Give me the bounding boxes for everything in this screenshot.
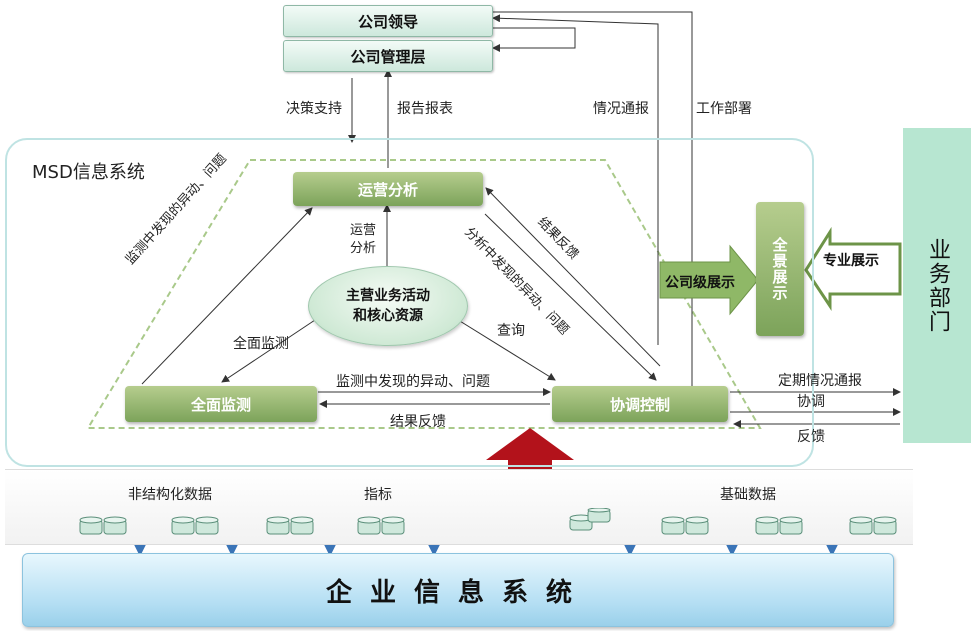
database-icon: [171, 516, 219, 535]
leader-box: 公司领导: [283, 5, 493, 37]
full-monitor-box: 全面监测: [125, 386, 317, 422]
database-icon: [661, 516, 709, 535]
unstructured-data-label: 非结构化数据: [128, 487, 212, 503]
query-label: 查询: [497, 323, 525, 339]
core-line1: 主营业务活动: [346, 288, 430, 304]
core-resources-ellipse: 主营业务活动 和核心资源: [308, 266, 468, 346]
database-icon: [266, 516, 314, 535]
database-icon: [755, 516, 803, 535]
full-monitor-label: 全面监测: [233, 336, 289, 352]
monitor-bottom-label: 监测中发现的异动、问题: [336, 374, 490, 390]
coordinate-label: 协调: [797, 394, 825, 410]
enterprise-system-bar: 企业信息系统: [22, 553, 894, 627]
indicators-label: 指标: [364, 487, 392, 503]
work-deploy-label: 工作部署: [696, 101, 752, 117]
msd-panel: [5, 138, 814, 467]
panorama-box: 全景展示: [756, 202, 804, 336]
situation-report-label: 情况通报: [593, 101, 649, 117]
business-dept-box: 业务部门: [903, 128, 971, 443]
core-line2: 和核心资源: [353, 308, 423, 324]
report-label: 报告报表: [397, 101, 453, 117]
management-box: 公司管理层: [283, 40, 493, 72]
pro-display-label: 专业展示: [823, 253, 879, 269]
feedback-label: 反馈: [797, 429, 825, 445]
database-icon: [357, 516, 405, 535]
database-icon: [79, 516, 127, 535]
ops-analysis-box: 运营分析: [293, 172, 483, 206]
periodic-report-label: 定期情况通报: [778, 373, 862, 389]
coordination-box: 协调控制: [552, 386, 728, 422]
result-feedback-bottom-label: 结果反馈: [390, 414, 446, 430]
ops-analysis-small-label: 运营分析: [350, 223, 377, 256]
company-display-label: 公司级展示: [665, 275, 735, 291]
database-icon: [849, 516, 897, 535]
basic-data-label: 基础数据: [720, 487, 776, 503]
dashed-trapezoid: [86, 159, 762, 429]
decision-support-label: 决策支持: [286, 101, 342, 117]
database-icon: [569, 508, 611, 531]
pro-display-arrow: [804, 226, 902, 311]
company-display-arrow: [659, 244, 759, 316]
msd-title: MSD信息系统: [32, 162, 145, 183]
